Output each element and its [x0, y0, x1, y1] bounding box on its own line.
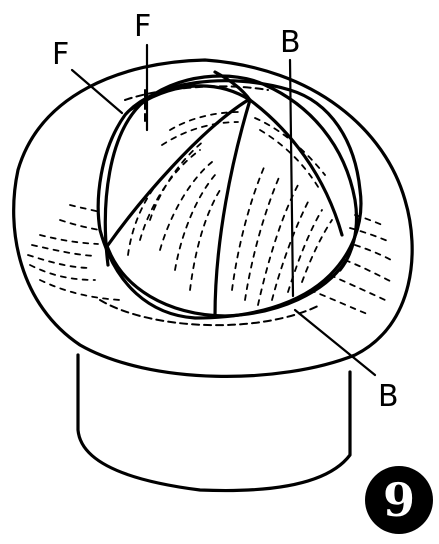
figure-number-badge: 9	[365, 466, 433, 534]
figure-number: 9	[383, 473, 415, 527]
label-b-bottom: B	[378, 379, 399, 414]
label-b-top: B	[280, 25, 301, 60]
hat-crown	[103, 70, 359, 318]
leader-lines	[70, 43, 377, 377]
label-f-left: F	[52, 37, 69, 72]
hat-brim	[12, 58, 414, 378]
hat-block-base	[76, 353, 352, 493]
label-f-top: F	[134, 9, 151, 44]
